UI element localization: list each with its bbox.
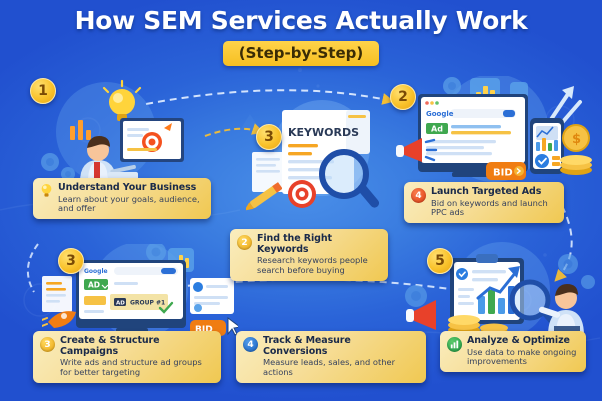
ad-chip-label: Ad xyxy=(431,125,443,134)
svg-text:Google: Google xyxy=(84,268,108,275)
card-find-the-right-keywords[interactable]: 2 Find the Right Keywords Research keywo… xyxy=(230,229,388,281)
keywords-doc-label: KEYWORDS xyxy=(288,126,359,139)
card-desc: Research keywords people search before b… xyxy=(257,255,368,275)
card-title: Launch Targeted Ads xyxy=(431,186,542,197)
bid-button-label: BID xyxy=(493,168,513,179)
card-title: Find the Right Keywords xyxy=(257,233,332,255)
card-title: Understand Your Business xyxy=(58,182,197,193)
card-title: Analyze & Optimize xyxy=(467,335,570,346)
svg-text:AD: AD xyxy=(116,301,125,307)
bubble-5: 5 xyxy=(427,248,453,274)
illustration-launch-ads: Google Ad xyxy=(390,76,602,188)
subtitle-badge: (Step-by-Step) xyxy=(222,41,380,66)
card-analyze-optimize[interactable]: Analyze & Optimize Use data to make ongo… xyxy=(440,331,586,373)
google-wordmark: Google xyxy=(426,110,454,118)
illustration-understand-business xyxy=(28,78,188,188)
card-badge-3: 3 xyxy=(40,337,55,352)
card-badge-2: 2 xyxy=(237,235,252,250)
card-desc: Use data to make ongoing improvements xyxy=(467,346,577,366)
illustration-keywords: KEYWORDS xyxy=(246,90,396,215)
card-understand-your-business[interactable]: Understand Your Business Learn about you… xyxy=(33,178,211,220)
card-track-measure-conversions[interactable]: 4 Track & Measure Conversions Measure le… xyxy=(236,331,426,383)
card-title: Track & Measure Conversions xyxy=(263,335,351,357)
bubble-1: 1 xyxy=(30,78,56,104)
bubble-3b: 3 xyxy=(58,248,84,274)
coin-currency: $ xyxy=(572,132,581,147)
card-badge-4-blue: 4 xyxy=(243,337,258,352)
card-title: Create & Structure Campaigns xyxy=(60,335,160,357)
ad-group-label: GROUP #1 xyxy=(130,300,165,307)
svg-text:BID: BID xyxy=(195,325,213,335)
bubble-3: 3 xyxy=(256,124,282,150)
lightbulb-icon xyxy=(41,184,52,197)
card-launch-targeted-ads[interactable]: 4 Launch Targeted Ads Bid on keywords an… xyxy=(404,182,564,224)
card-badge-4-orange: 4 xyxy=(411,188,426,203)
card-badge-chart xyxy=(447,337,462,352)
bar-chart-icon xyxy=(450,340,459,349)
card-create-structure-campaigns[interactable]: 3 Create & Structure Campaigns Write ads… xyxy=(33,331,221,383)
card-desc: Write ads and structure ad groups for be… xyxy=(60,357,202,377)
page-title: How SEM Services Actually Work xyxy=(74,6,528,35)
card-desc: Learn about your goals, audience, and of… xyxy=(58,193,200,213)
bubble-2: 2 xyxy=(390,84,416,110)
card-desc: Bid on keywords and launch PPC ads xyxy=(431,197,548,217)
ad-dropdown-label: AD xyxy=(88,281,100,290)
header: How SEM Services Actually Work (Step-by-… xyxy=(0,6,602,66)
card-desc: Measure leads, sales, and other actions xyxy=(263,357,396,377)
